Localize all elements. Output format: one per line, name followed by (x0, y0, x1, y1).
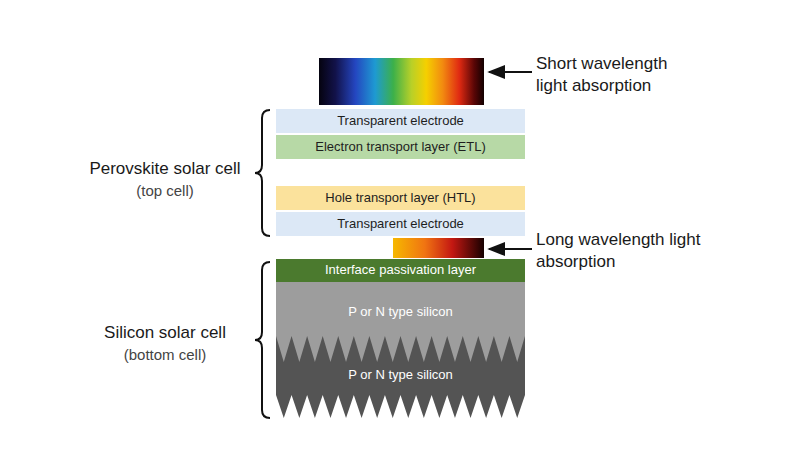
group-title: Perovskite solar cell (70, 158, 260, 180)
silicon-wafer (276, 282, 525, 418)
group-brace (255, 110, 270, 236)
layer-label: Interface passivation layer (325, 263, 476, 278)
pointer-arrow (489, 248, 532, 250)
electrode-layer: Transparent electrode (276, 212, 525, 236)
long-spectrum-bar (393, 238, 484, 258)
group-brace (255, 262, 270, 418)
silicon-light-region (276, 282, 525, 362)
electrode-layer: Transparent electrode (276, 109, 525, 133)
silicon-layer: P or N type silicon (316, 301, 485, 323)
group-title: Silicon solar cell (70, 322, 260, 344)
passivation-layer: Interface passivation layer (276, 259, 525, 282)
pointer-arrow (489, 71, 532, 73)
callout-label: Long wavelength light absorption (536, 229, 701, 273)
layer-label: Hole transport layer (HTL) (325, 191, 475, 206)
layer-label: P or N type silicon (348, 305, 453, 320)
group-subtitle: (bottom cell) (70, 345, 260, 365)
layer-label: Transparent electrode (337, 114, 464, 129)
etl-layer: Electron transport layer (ETL) (276, 135, 525, 159)
layer-label: P or N type silicon (348, 368, 453, 383)
layer-label: Electron transport layer (ETL) (315, 140, 486, 155)
silicon-layer: P or N type silicon (316, 364, 485, 386)
full-spectrum-bar (319, 58, 484, 105)
callout-label: Short wavelength light absorption (536, 53, 701, 97)
group-subtitle: (top cell) (70, 181, 260, 201)
htl-layer: Hole transport layer (HTL) (276, 186, 525, 210)
layer-label: Transparent electrode (337, 217, 464, 232)
